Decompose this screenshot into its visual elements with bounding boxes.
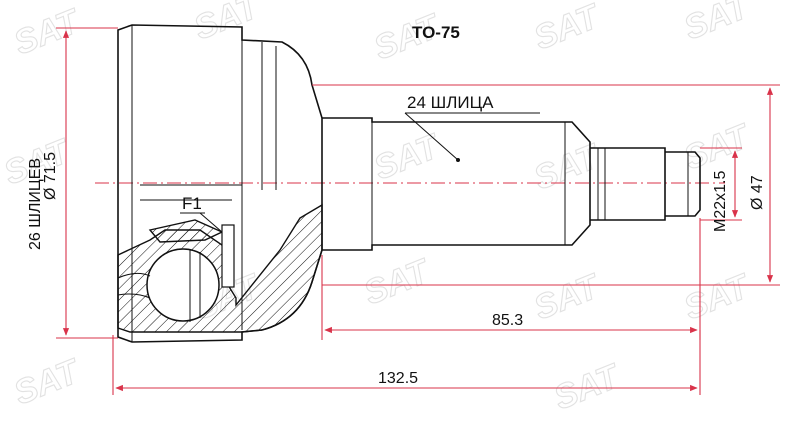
watermark-text: SAT (679, 116, 757, 177)
watermark-text: SAT (9, 351, 87, 412)
inner-splines-label: 24 ШЛИЦА (407, 93, 494, 112)
watermark-text: SAT (679, 0, 757, 47)
shaft-length-value: 85.3 (492, 312, 523, 329)
shaft-diameter-dimension (312, 84, 780, 286)
watermark-text: SAT (359, 251, 437, 312)
outer-splines-label: 26 ШЛИЦЕВ (27, 158, 44, 250)
thread-dimension (700, 147, 742, 221)
shaft (322, 117, 701, 251)
watermark-text: SAT (529, 0, 607, 57)
part-number: TO-75 (412, 23, 460, 42)
shaft-length-dimension (321, 218, 701, 340)
total-length-value: 132.5 (378, 370, 418, 387)
thread-label: M22x1.5 (712, 171, 729, 232)
inner-splines-leader-dot (456, 158, 460, 162)
ball-cage (117, 199, 235, 322)
watermark-text: SAT (679, 266, 757, 327)
watermark-text: SAT (549, 356, 627, 417)
watermark-text: SAT (529, 136, 607, 197)
watermark-text: SAT (369, 126, 447, 187)
fit-mark-label: F1 (182, 194, 202, 213)
outer-diameter-dimension (56, 27, 118, 339)
watermark-text: SAT (529, 266, 607, 327)
fit-mark-leader (199, 212, 223, 233)
shaft-diameter-value: Ø 47 (749, 175, 766, 210)
section-hatch (117, 203, 323, 333)
outer-diameter-value: Ø 71.5 (42, 152, 59, 200)
inner-splines-leader (404, 112, 459, 161)
total-length-dimension (112, 330, 701, 395)
watermark-text: SAT (9, 1, 87, 62)
